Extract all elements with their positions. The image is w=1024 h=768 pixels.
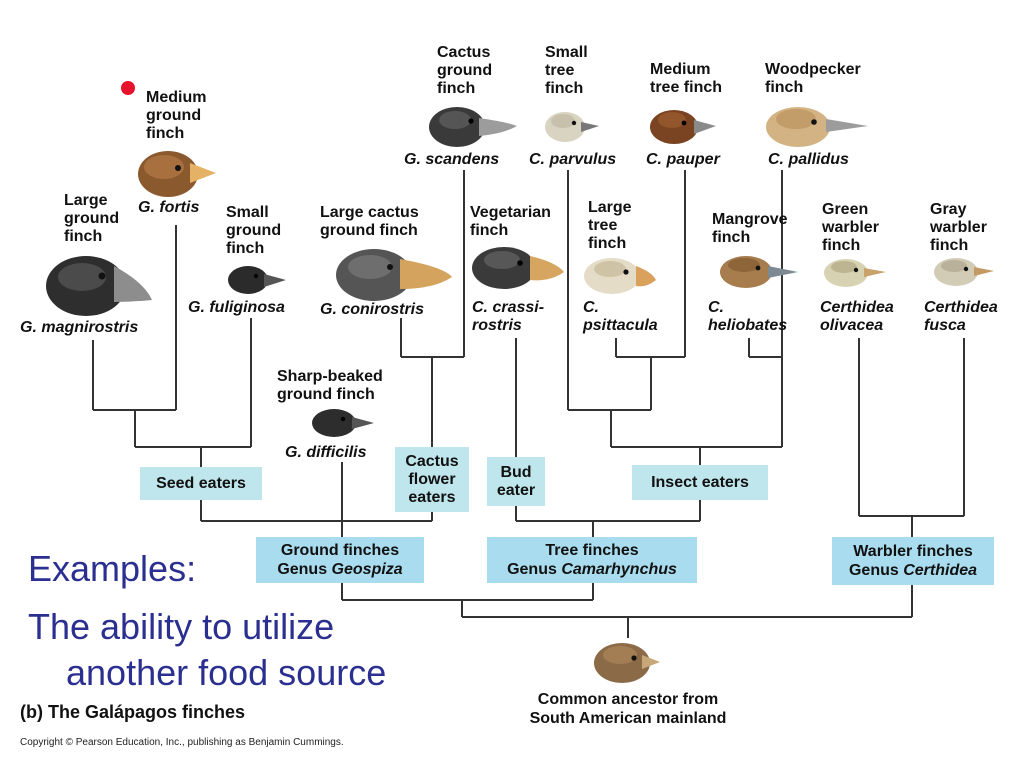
sharp-beaked-ground-finch-species: G. difficilis xyxy=(285,444,367,461)
tree-finches-genus: Genus Camarhynchus xyxy=(507,560,677,579)
cactus-ground-finch-label: Cactus ground finch xyxy=(437,44,493,97)
woodpecker-finch-label: Woodpecker finch xyxy=(765,61,861,96)
ability-text-line1: The ability to utilize xyxy=(28,606,335,647)
cactus-ground-finch-image xyxy=(429,107,517,147)
small-ground-finch-species: G. fuliginosa xyxy=(188,299,285,316)
figure-caption: (b) The Galápagos finches xyxy=(20,702,246,722)
ground-finches-title: Ground finches xyxy=(280,542,400,559)
seed-eaters-box: Seed eaters xyxy=(140,467,262,500)
common-ancestor-finch-image xyxy=(594,643,660,683)
mangrove-finch-label: Mangrove finch xyxy=(712,211,788,246)
tree-genus-prefix: Genus xyxy=(507,561,562,578)
tree-genus-name: Camarhynchus xyxy=(561,561,677,578)
warbler-genus-name: Certhidea xyxy=(903,562,978,579)
tree-finches-title: Tree finches xyxy=(545,542,639,559)
small-tree-finch-image xyxy=(545,112,599,142)
common-ancestor-label: Common ancestor from South American main… xyxy=(529,691,727,727)
mangrove-finch-species: C. heliobates xyxy=(708,299,788,334)
ground-genus-name: Geospiza xyxy=(331,561,403,578)
vegetarian-finch-image xyxy=(472,247,564,289)
sharp-beaked-ground-finch-image xyxy=(312,409,374,437)
vegetarian-finch-species: C. crassi- rostris xyxy=(472,299,545,334)
green-warbler-finch-species: Certhidea olivacea xyxy=(820,299,894,334)
large-tree-finch-species: C. psittacula xyxy=(583,299,658,334)
ground-finches-genus: Genus Geospiza xyxy=(277,560,402,579)
vegetarian-finch-label: Vegetarian finch xyxy=(470,204,551,239)
tree-finches-genus-box: Tree finches Genus Camarhynchus xyxy=(487,537,697,583)
small-ground-finch-image xyxy=(228,266,286,294)
large-tree-finch-label: Large tree finch xyxy=(588,199,632,252)
medium-tree-finch-label: Medium tree finch xyxy=(650,61,723,96)
medium-ground-finch-species: G. fortis xyxy=(138,199,200,216)
warbler-finches-title: Warbler finches xyxy=(853,543,973,560)
cactus-ground-finch-species: G. scandens xyxy=(404,151,500,168)
medium-tree-finch-image xyxy=(650,110,716,144)
small-tree-finch-label: Small tree finch xyxy=(545,44,588,97)
insect-eaters-box: Insect eaters xyxy=(632,465,768,500)
medium-ground-finch-label: Medium ground finch xyxy=(146,89,207,142)
medium-tree-finch-species: C. pauper xyxy=(646,151,720,168)
large-cactus-ground-finch-species: G. conirostris xyxy=(320,301,425,318)
ground-finches-genus-box: Ground finches Genus Geospiza xyxy=(256,537,424,583)
gray-warbler-finch-label: Gray warbler finch xyxy=(930,201,987,254)
warbler-finches-genus: Genus Certhidea xyxy=(849,561,977,580)
red-marker-dot xyxy=(121,81,135,95)
woodpecker-finch-species: C. pallidus xyxy=(768,151,849,168)
large-tree-finch-image xyxy=(584,258,656,294)
small-ground-finch-label: Small ground finch xyxy=(226,204,282,257)
ground-genus-prefix: Genus xyxy=(277,561,332,578)
medium-ground-finch-image xyxy=(138,151,216,197)
mangrove-finch-image xyxy=(720,256,798,288)
woodpecker-finch-image xyxy=(766,107,868,147)
gray-warbler-finch-image xyxy=(934,258,994,286)
copyright-notice: Copyright © Pearson Education, Inc., pub… xyxy=(20,737,344,748)
warbler-genus-prefix: Genus xyxy=(848,562,904,579)
green-warbler-finch-image xyxy=(824,259,886,287)
sharp-beaked-ground-finch-label: Sharp-beaked ground finch xyxy=(277,368,383,403)
warbler-finches-genus-box: Warbler finches Genus Certhidea xyxy=(832,537,994,585)
cactus-flower-eaters-box: Cactus flower eaters xyxy=(395,447,469,512)
examples-heading: Examples: xyxy=(28,548,197,589)
large-cactus-ground-finch-image xyxy=(336,249,452,301)
green-warbler-finch-label: Green warbler finch xyxy=(822,201,879,254)
large-ground-finch-label: Large ground finch xyxy=(64,192,120,245)
large-ground-finch-image xyxy=(46,256,152,316)
ability-text-line2: another food source xyxy=(66,652,387,693)
bud-eater-box: Bud eater xyxy=(487,457,545,506)
large-cactus-ground-finch-label: Large cactus ground finch xyxy=(320,204,419,239)
small-tree-finch-species: C. parvulus xyxy=(529,151,617,168)
gray-warbler-finch-species: Certhidea fusca xyxy=(924,299,998,334)
large-ground-finch-species: G. magnirostris xyxy=(20,319,139,336)
